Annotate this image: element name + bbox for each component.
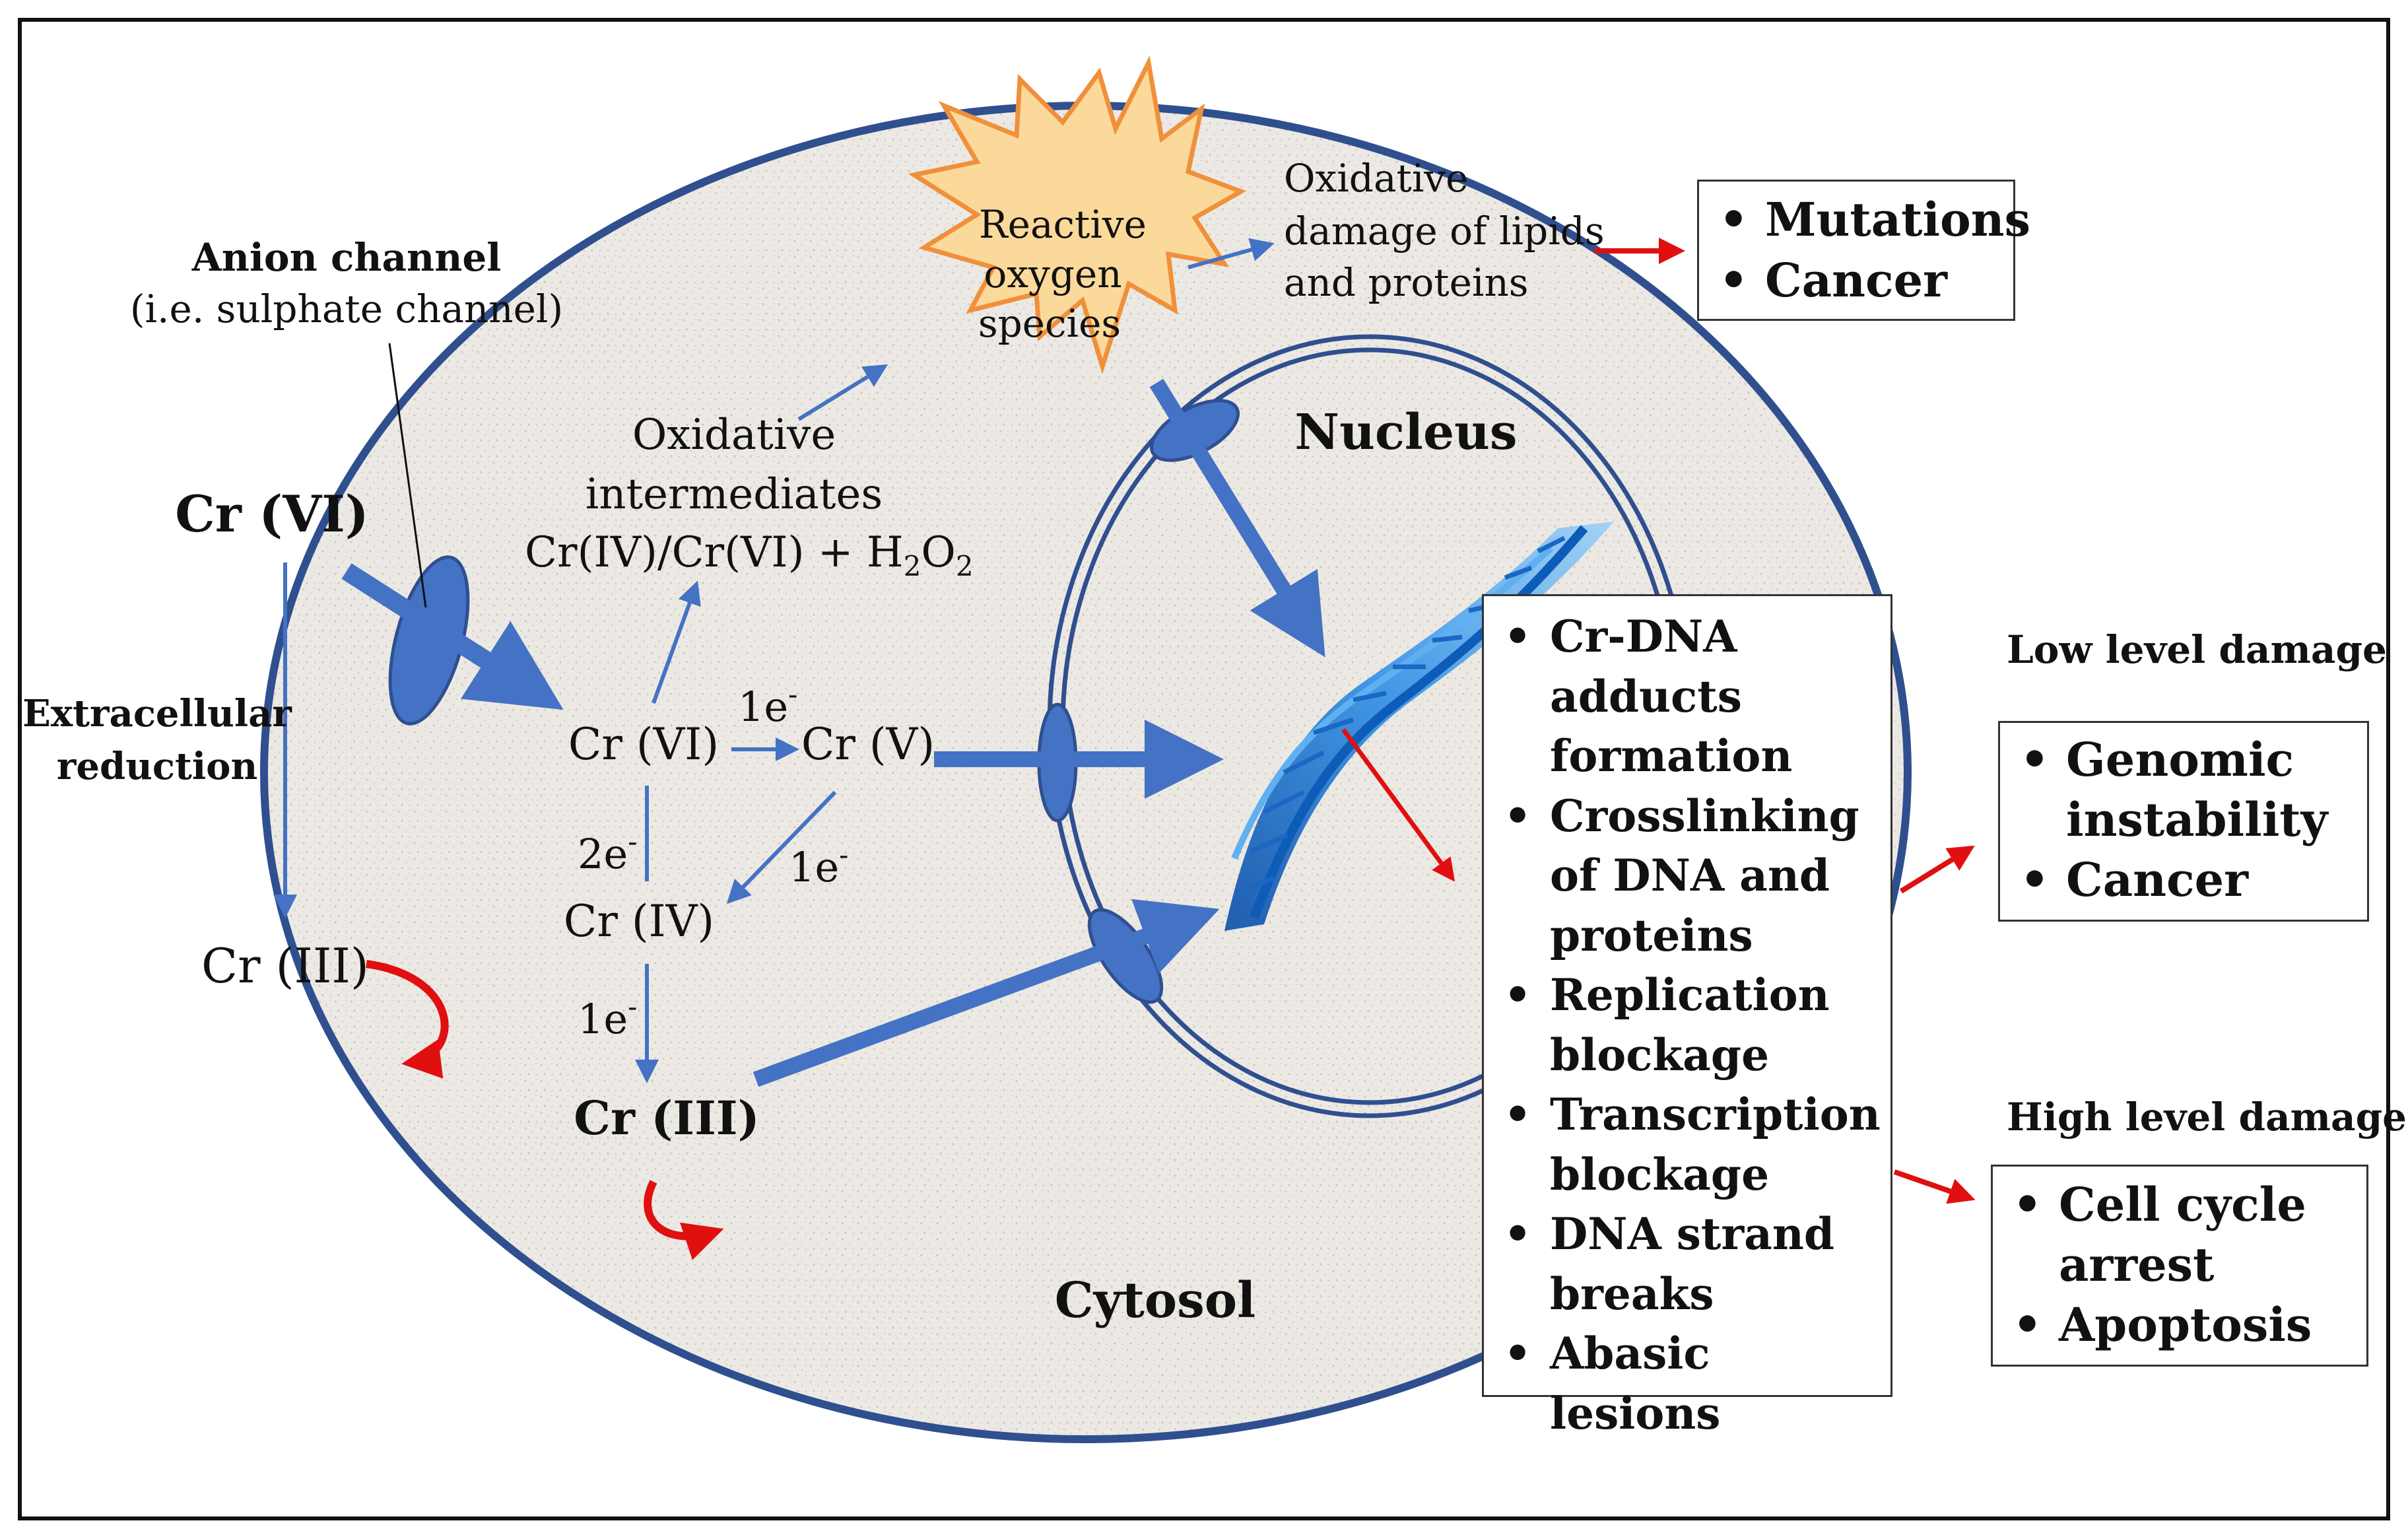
criii-outside-curl-icon: [366, 960, 449, 1079]
ros-label-1: Reactive: [979, 202, 1147, 247]
crv-label: Cr (V): [801, 719, 935, 770]
list-item: Apoptosis: [1993, 1295, 2366, 1355]
oxidative-damage-3: and proteins: [1284, 260, 1529, 305]
low-level-damage-box: Genomic instability Cancer: [1998, 721, 2369, 922]
crvi-entry-arrow: [341, 563, 564, 710]
oxidative-damage-2: damage of lipids: [1284, 209, 1605, 254]
electron-1e-bottom: 1e-: [578, 990, 637, 1043]
crv-to-criv-arrow: [726, 790, 837, 904]
oxidative-formula: Cr(IV)/Cr(VI) + H2O2: [525, 528, 974, 582]
list-item: Genomic instability: [2000, 730, 2367, 850]
crvi-inside-label: Cr (VI): [568, 719, 719, 770]
list-item: Crosslinking of DNA and proteins: [1484, 786, 1890, 966]
crvi-outside-label: Cr (VI): [175, 485, 368, 543]
list-item: Transcription blockage: [1484, 1085, 1890, 1204]
to-low-level-arrow: [1899, 845, 1975, 894]
extracellular-label-2: reduction: [57, 745, 257, 788]
list-item: Cancer: [2000, 850, 2367, 910]
ros-label-3: species: [978, 301, 1121, 346]
outer-frame: [18, 18, 2390, 1520]
anion-channel-subtitle: (i.e. sulphate channel): [130, 287, 563, 331]
criii-inside-curl-icon: [644, 1180, 724, 1260]
high-level-damage-box: Cell cycle arrest Apoptosis: [1991, 1165, 2368, 1367]
dna-damage-arrow: [1341, 728, 1455, 882]
criii-outside-label: Cr (III): [201, 938, 369, 994]
cytosol-label: Cytosol: [1055, 1272, 1256, 1329]
ros-to-dna-arrow: [1149, 378, 1325, 658]
list-item: Cr-DNA adducts formation: [1484, 607, 1890, 786]
list-item: Abasic lesions: [1484, 1324, 1890, 1443]
high-level-damage-label: High level damage: [2007, 1095, 2407, 1140]
mutations-cancer-box: Mutations Cancer: [1697, 180, 2030, 321]
oxidative-intermediates-1: Oxidative: [632, 411, 836, 459]
ros-starburst-icon: [908, 55, 1247, 374]
criv-label: Cr (IV): [564, 896, 714, 947]
low-level-damage-label: Low level damage: [2007, 627, 2387, 672]
list-item: Cancer: [1699, 250, 2013, 311]
oxidative-to-ros-arrow: [797, 364, 888, 421]
criii-inside-label: Cr (III): [574, 1091, 759, 1145]
electron-1e-top: 1e-: [738, 678, 797, 731]
list-item: DNA strand breaks: [1484, 1204, 1890, 1324]
ros-to-oxidative-damage-arrow: [1187, 238, 1275, 269]
list-item: Replication blockage: [1484, 965, 1890, 1085]
anion-channel-title: Anion channel: [191, 235, 502, 280]
nucleus-label: Nucleus: [1294, 404, 1517, 461]
to-high-level-arrow: [1893, 1169, 1976, 1204]
electron-2e: 2e-: [578, 825, 637, 878]
oxidative-damage-1: Oxidative: [1284, 156, 1468, 201]
list-item: Cell cycle arrest: [1993, 1174, 2366, 1295]
dna-damage-box: Cr-DNA adducts formation Crosslinking of…: [1482, 594, 1892, 1439]
list-item: Mutations: [1699, 189, 2030, 250]
criii-to-dna-arrow: [752, 899, 1220, 1087]
oxidative-intermediates-2: intermediates: [585, 470, 883, 519]
anion-channel-pointer: [388, 343, 427, 608]
electron-1e-right: 1e-: [789, 838, 848, 891]
extracellular-label-1: Extracellular: [22, 692, 292, 735]
ros-label-2: oxygen: [984, 252, 1121, 296]
crvi-to-oxidative-arrow: [652, 580, 701, 704]
